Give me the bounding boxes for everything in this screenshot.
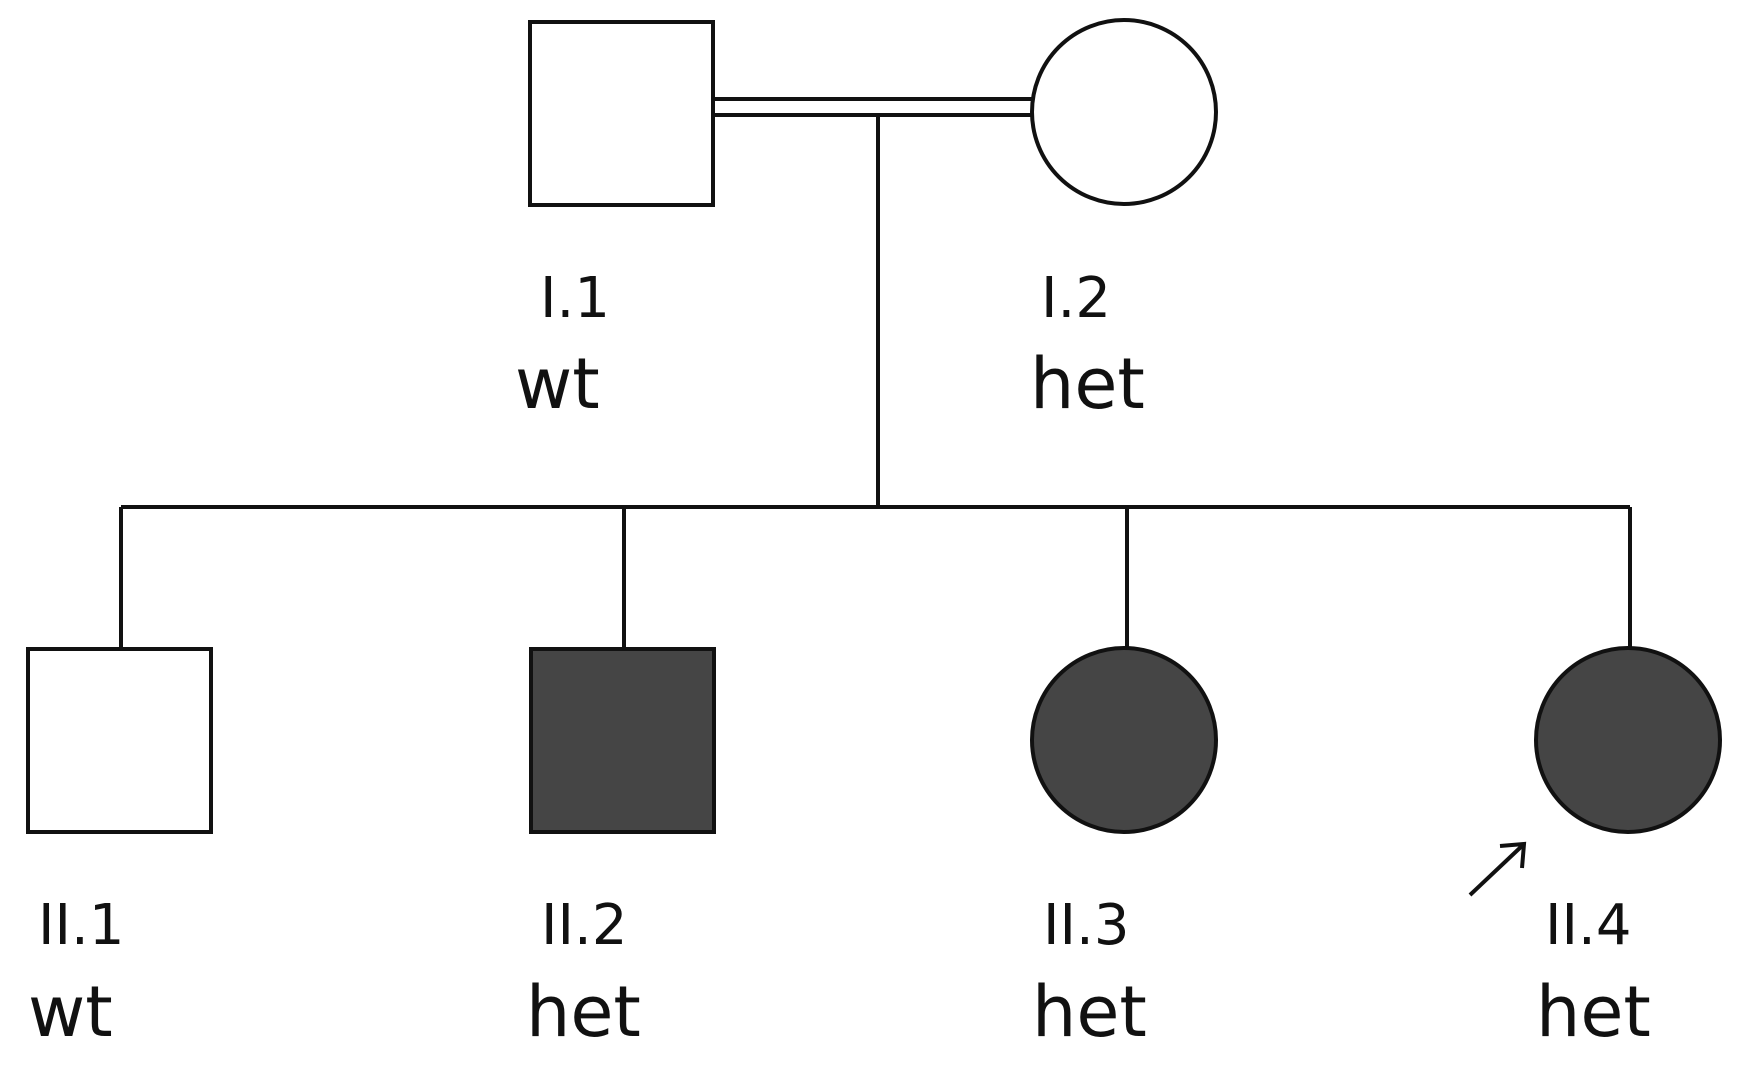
individual-id-II.4: II.4 — [1545, 893, 1631, 958]
arrow-up-right-icon — [1468, 841, 1527, 897]
genotype-II.2: het — [526, 971, 641, 1053]
symbol-II.2 — [529, 647, 716, 834]
genotype-I.1: wt — [515, 343, 600, 425]
symbol-II.1 — [26, 647, 213, 834]
symbol-II.4 — [1534, 646, 1722, 834]
consanguineous-mating-line — [713, 97, 1032, 117]
individual-id-II.1: II.1 — [38, 893, 124, 958]
genotype-II.1: wt — [28, 971, 113, 1053]
symbol-II.3 — [1030, 646, 1218, 834]
symbol-I.2 — [1030, 18, 1218, 206]
genotype-II.3: het — [1032, 971, 1147, 1053]
individual-id-II.2: II.2 — [541, 893, 627, 958]
individual-id-I.2: I.2 — [1041, 266, 1111, 331]
individual-id-I.1: I.1 — [540, 266, 610, 331]
genotype-II.4: het — [1536, 971, 1651, 1053]
genotype-I.2: het — [1030, 343, 1145, 425]
symbol-I.1 — [528, 20, 715, 207]
individual-id-II.3: II.3 — [1043, 893, 1129, 958]
